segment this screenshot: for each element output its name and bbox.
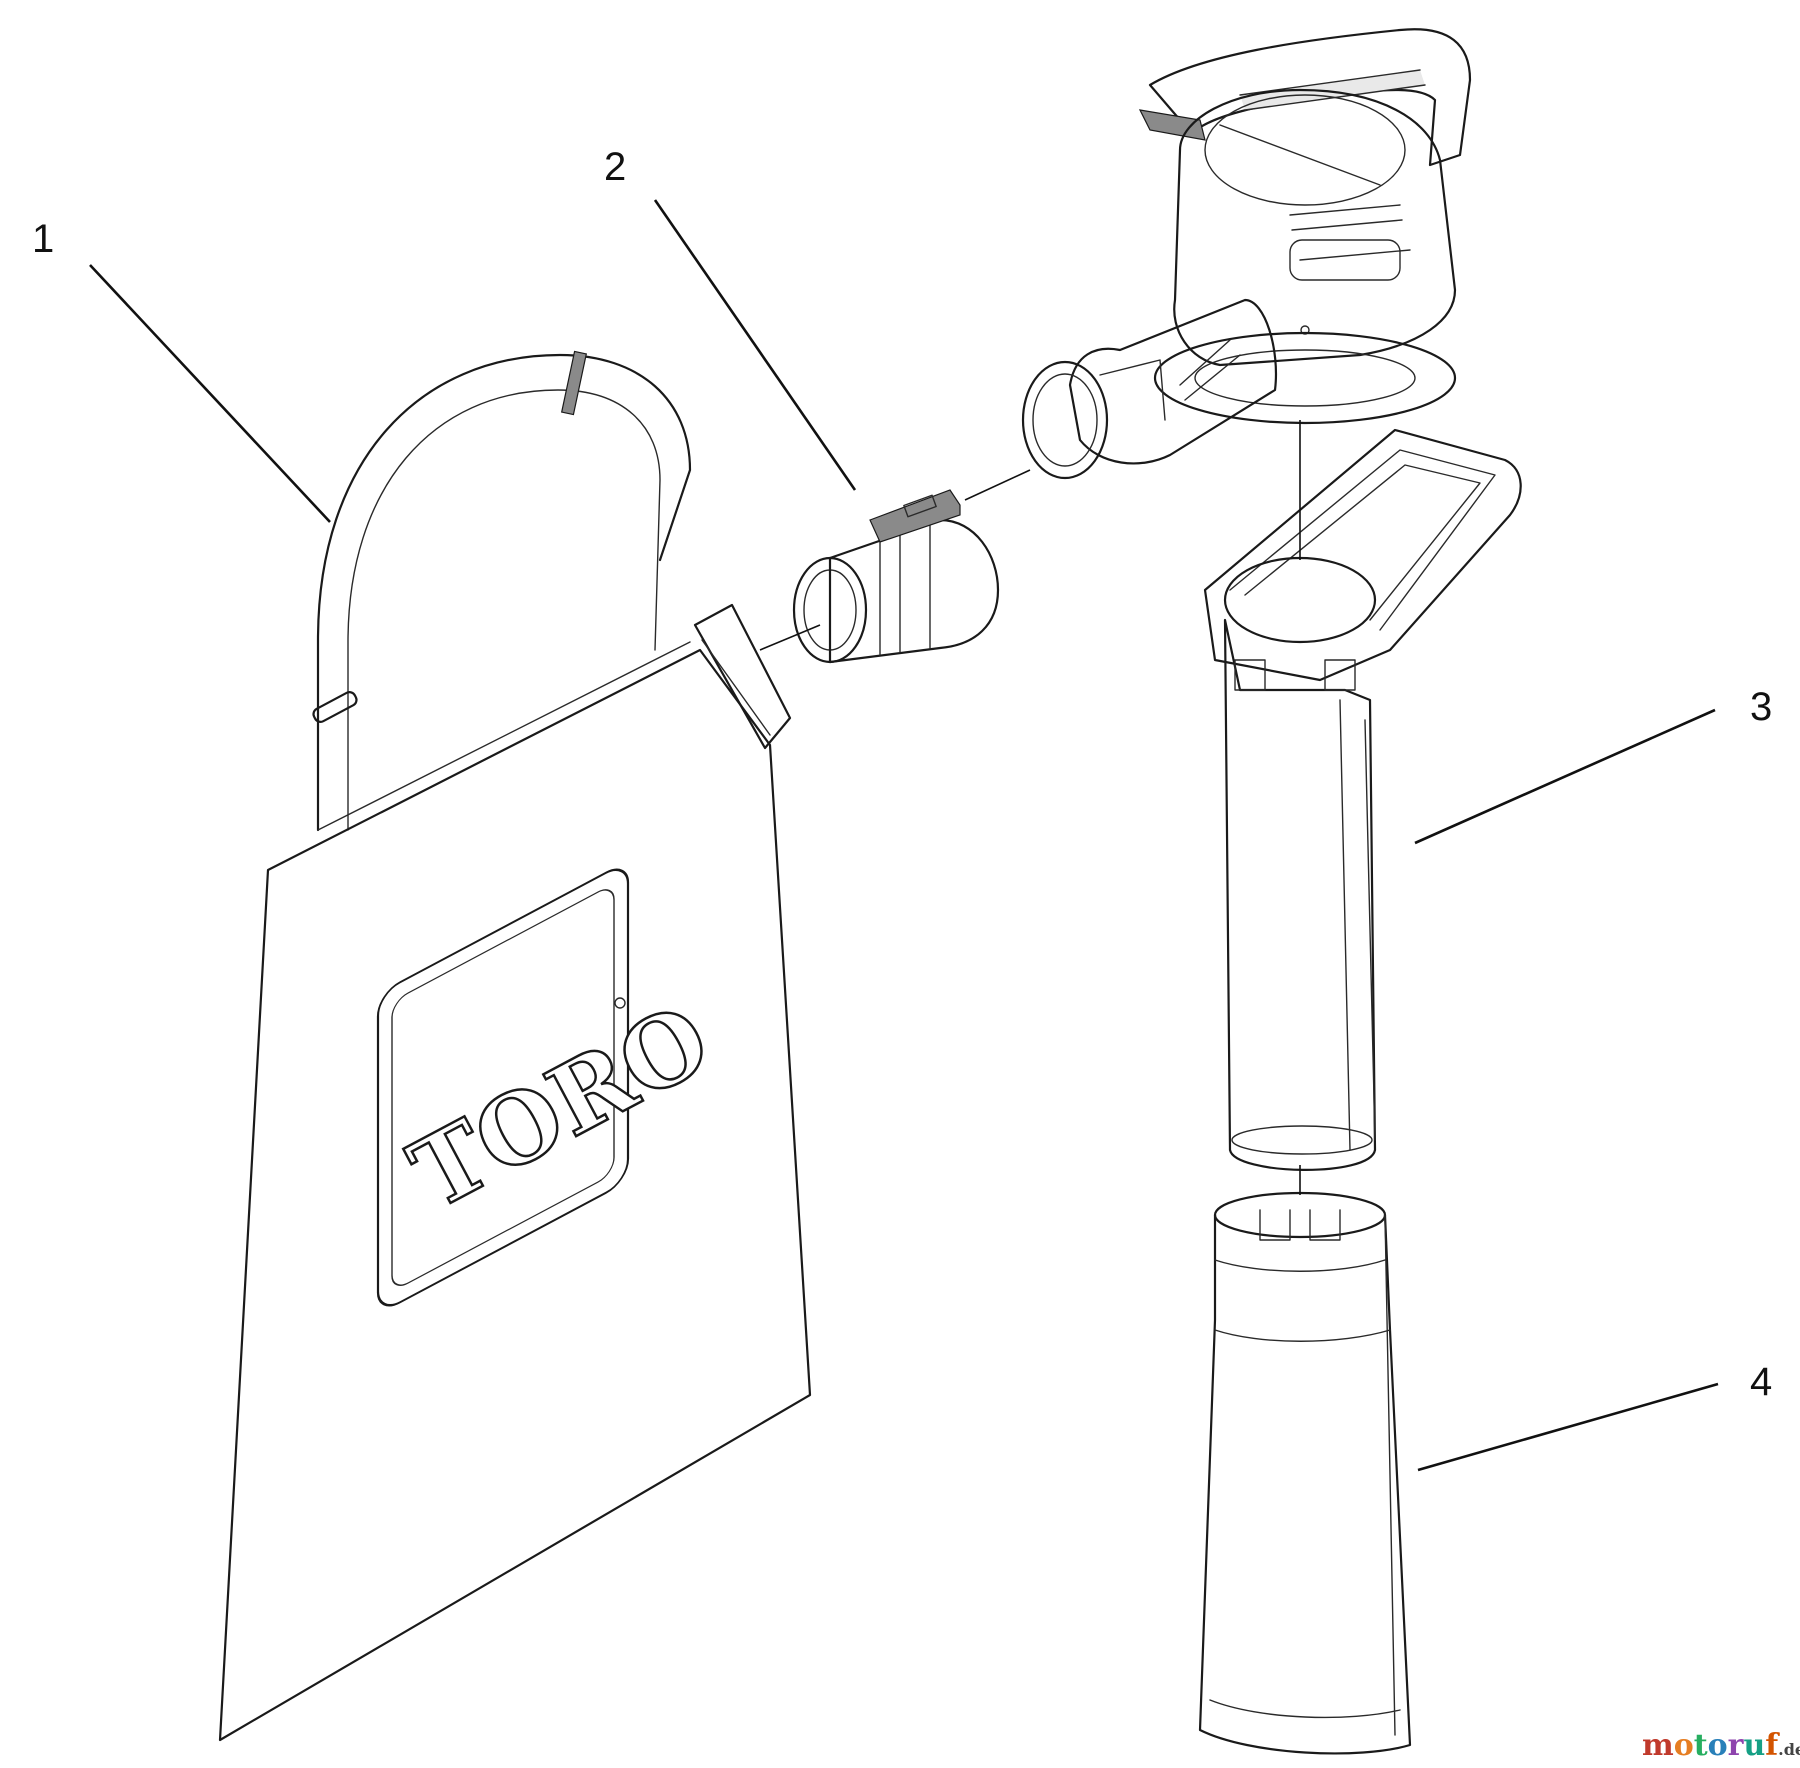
watermark-letter: o (1708, 1728, 1728, 1763)
nozzle-body (1198, 1213, 1412, 1755)
axis-bag-to-adapter (759, 624, 821, 651)
bag-logo-inner (391, 889, 615, 1286)
watermark-letter: r (1728, 1728, 1745, 1763)
part-1-collection-bag: TORO (218, 350, 812, 1742)
tube-handle-frame (1203, 428, 1522, 682)
bag-logo-text: TORO (393, 982, 727, 1231)
bag-body (218, 648, 812, 1742)
adapter-body (828, 518, 1000, 664)
blower-head (1021, 28, 1472, 480)
watermark-logo: motoruf.de (1642, 1728, 1800, 1763)
strap-buckle-side (312, 691, 358, 723)
axis-adapter-to-outlet (964, 469, 1031, 501)
bag-logo-outer (376, 868, 630, 1307)
watermark-letter: o (1674, 1728, 1694, 1763)
bag-top-edge (317, 641, 691, 831)
callout-label-4: 4 (1750, 1360, 1772, 1404)
nozzle-top-opening (1213, 1191, 1387, 1239)
part-4-vacuum-nozzle (1198, 1191, 1412, 1755)
adapter-latch (869, 489, 961, 543)
leader-line-2 (653, 199, 857, 491)
fan-housing-bottom (1153, 331, 1457, 425)
bag-strap (316, 353, 692, 832)
watermark-letter: m (1642, 1728, 1674, 1763)
watermark-letter: u (1743, 1728, 1765, 1763)
callouts: 1 2 3 4 (32, 145, 1772, 1472)
watermark-suffix: .de (1778, 1740, 1800, 1759)
blower-outlet-opening (1021, 360, 1109, 480)
registered-mark-icon (614, 997, 626, 1009)
callout-label-2: 2 (604, 145, 626, 189)
blower-outlet-tube (1068, 298, 1277, 465)
watermark-letter: t (1694, 1728, 1708, 1763)
tube-body (1223, 618, 1377, 1171)
leader-line-3 (1414, 708, 1716, 845)
housing-vents (1289, 204, 1411, 261)
blower-trigger (1138, 109, 1206, 141)
bag-collar-tab (693, 603, 792, 750)
motor-cap (1204, 94, 1406, 206)
tube-top-disc (1223, 556, 1377, 644)
callout-label-3: 3 (1750, 685, 1772, 729)
strap-buckle-top (560, 350, 588, 416)
bag-strap-inner (347, 389, 661, 831)
blower-motor-housing (1173, 88, 1457, 367)
callout-label-1: 1 (32, 217, 54, 261)
assembly-axes (759, 420, 1301, 1195)
leader-line-4 (1417, 1382, 1719, 1472)
part-3-vacuum-tube (1203, 428, 1522, 1171)
watermark-letter: f (1765, 1728, 1780, 1763)
leader-line-1 (89, 264, 331, 523)
part-2-bag-adapter (792, 489, 1000, 664)
